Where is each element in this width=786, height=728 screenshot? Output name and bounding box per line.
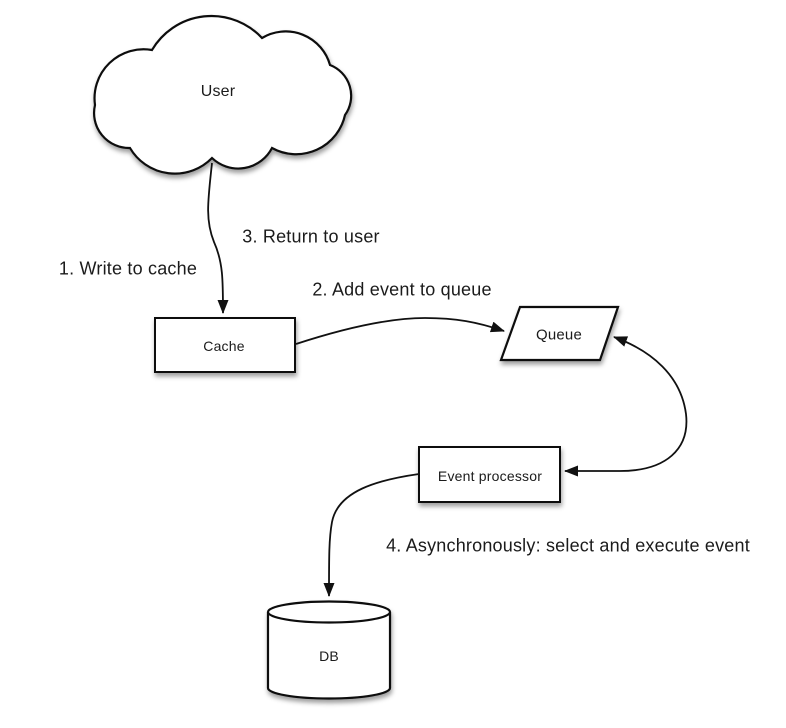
db-cylinder [266, 600, 392, 700]
arrow-event-processor-to-db [323, 473, 420, 597]
step-2-add-event-to-queue-label: 2. Add event to queue [312, 279, 492, 300]
cache-box [154, 317, 296, 373]
arrow-queue-event-processor-loop [564, 336, 688, 477]
cache-node-label: Cache [203, 338, 245, 354]
arrow-user-to-cache [207, 162, 229, 314]
user-node-label: User [200, 83, 236, 100]
step-1-write-to-cache-label: 1. Write to cache [58, 258, 198, 279]
db-cylinder-body [266, 612, 392, 700]
queue-node-label: Queue [535, 326, 583, 344]
step-3-return-to-user-label: 3. Return to user [242, 226, 380, 247]
step-4-async-select-execute-label: 4. Asynchronously: select and execute ev… [386, 535, 750, 556]
db-cylinder-top [266, 600, 392, 624]
db-node-label: DB [319, 648, 339, 664]
user-cloud-shape [93, 14, 353, 175]
arrow-cache-to-queue [295, 317, 505, 345]
event-processor-node-label: Event processor [437, 468, 543, 484]
